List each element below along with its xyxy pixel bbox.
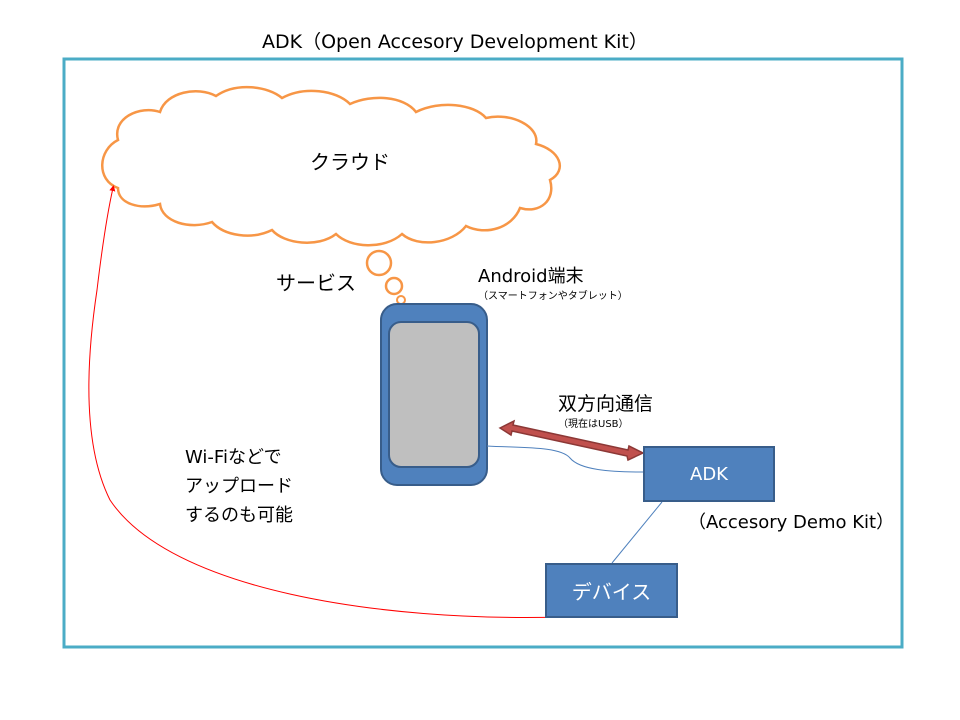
cloud-shape [101, 85, 561, 247]
device-box: デバイス [545, 563, 678, 618]
wifi-upload-note-line: するのも可能 [185, 505, 293, 526]
wifi-upload-note-line: アップロード [185, 476, 293, 497]
android-device-label: Android端末 [478, 266, 584, 287]
outer-frame [62, 57, 904, 649]
cloud-label: クラウド [310, 150, 390, 174]
adk-box-label: ADK [690, 463, 728, 485]
adk-sublabel: （Accesory Demo Kit） [688, 512, 895, 533]
thought-bubble-medium [384, 276, 404, 296]
adk-device-line [611, 501, 663, 564]
wifi-upload-note: Wi-Fiなどで アップロード するのも可能 [185, 443, 385, 530]
bidirectional-communication-sublabel: （現在はUSB） [558, 419, 629, 430]
upload-arrow-line [88, 185, 564, 618]
bidirectional-communication-label: 双方向通信 [558, 393, 654, 415]
phone-screen [388, 321, 480, 468]
wifi-upload-note-line: Wi-Fiなどで [185, 447, 282, 468]
thought-bubble-large [365, 249, 393, 277]
device-box-label: デバイス [571, 580, 652, 604]
service-label: サービス [276, 271, 356, 295]
usb-cable-line [486, 445, 644, 473]
diagram-title: ADK（Open Accesory Development Kit） [262, 31, 648, 53]
android-device-sublabel: （スマートフォンやタブレット） [478, 291, 628, 302]
adk-box: ADK [643, 446, 775, 502]
thought-bubble-small [396, 295, 406, 305]
